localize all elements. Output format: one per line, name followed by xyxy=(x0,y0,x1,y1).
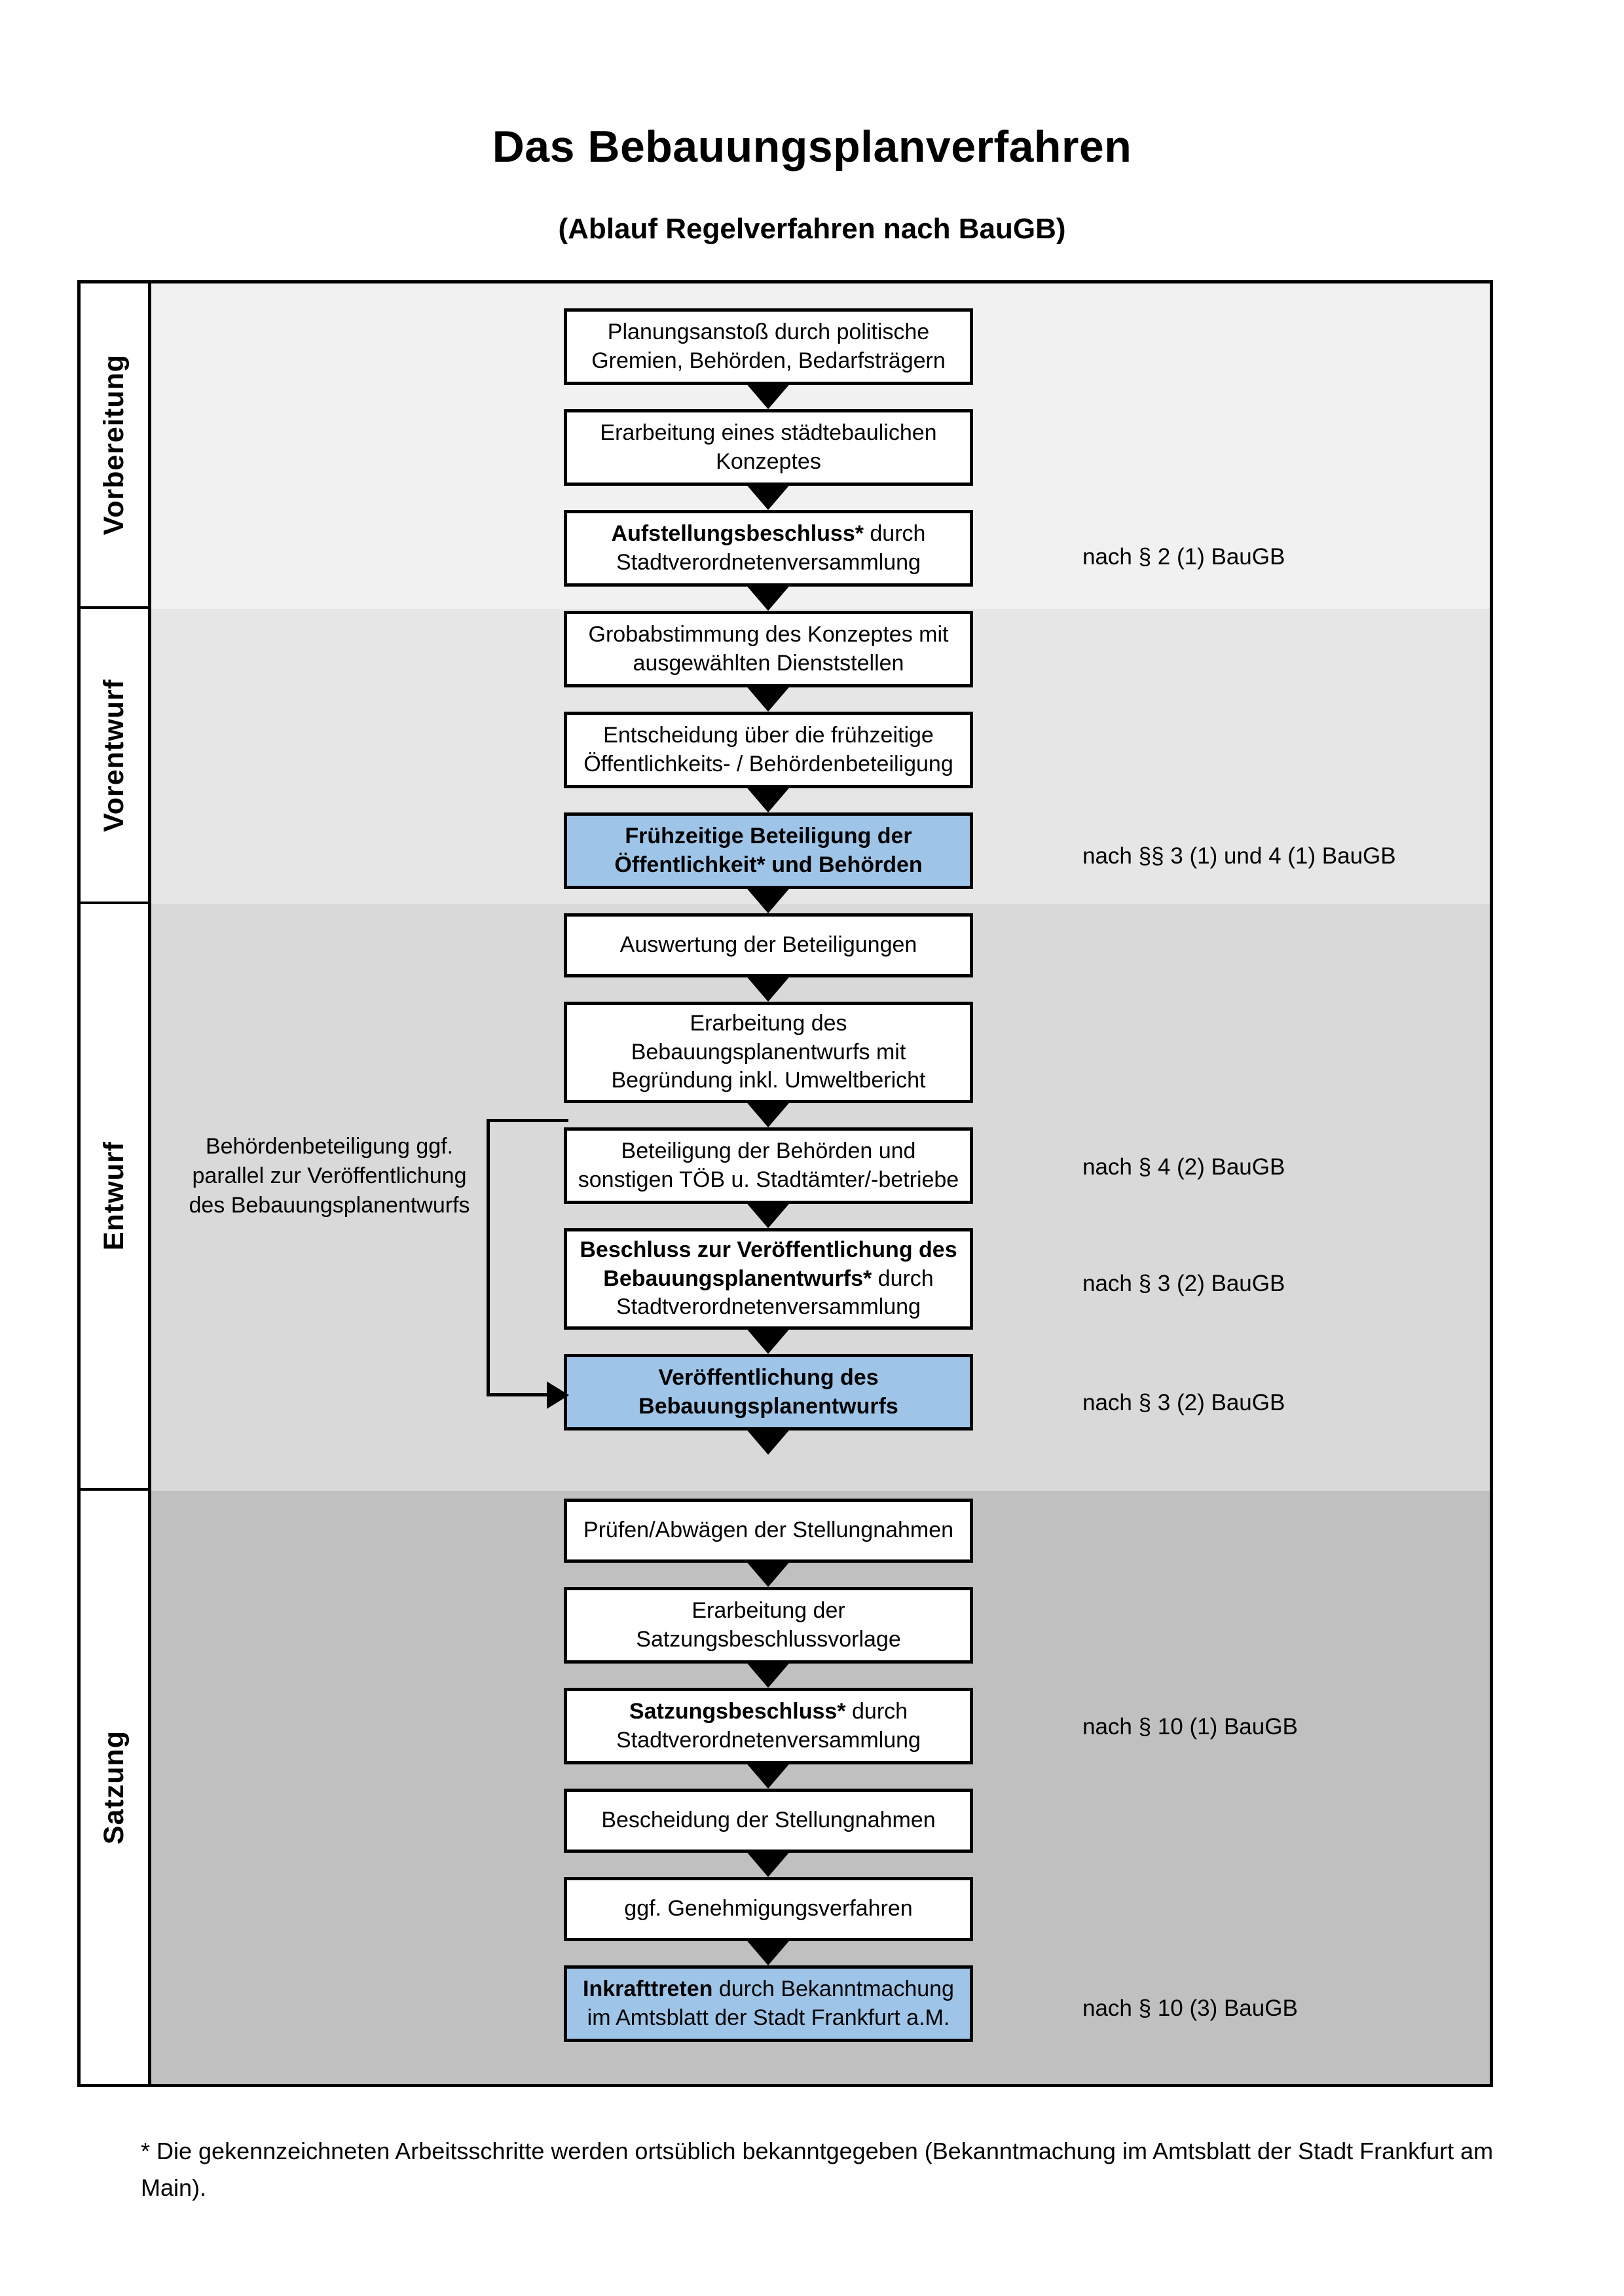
step-veroeffentlichung[interactable]: Veröffentlichung des Bebauungsplanentwur… xyxy=(564,1354,973,1430)
side-annotation-behoerdenbeteiligung: Behördenbeteiligung ggf. parallel zur Ve… xyxy=(179,1132,480,1220)
step-auswertung[interactable]: Auswertung der Beteiligungen xyxy=(564,913,973,977)
legal-note-par3-4: nach §§ 3 (1) und 4 (1) BauGB xyxy=(1082,843,1396,869)
arrow-down-9 xyxy=(745,1201,792,1228)
step-fruehzeitige-beteiligung[interactable]: Frühzeitige Beteiligung der Öffentlichke… xyxy=(564,812,973,889)
step-text: Erarbeitung des Bebauungsplanentwurfs mi… xyxy=(611,1011,926,1093)
arrow-down-2 xyxy=(745,483,792,510)
arrow-down-4 xyxy=(745,684,792,712)
page-title: Das Bebauungsplanverfahren xyxy=(492,122,1132,172)
step-text: ggf. Genehmigungsverfahren xyxy=(624,1896,913,1922)
arrow-down-16 xyxy=(745,1938,792,1965)
step-text: Prüfen/Abwägen der Stellungnahmen xyxy=(583,1518,954,1543)
step-text-bold: Beschluss zur Veröffentlichung des Bebau… xyxy=(580,1237,957,1291)
phase-label-text: Vorentwurf xyxy=(98,678,130,832)
legal-note-par3-2a: nach § 3 (2) BauGB xyxy=(1082,1271,1285,1297)
connector-arrowhead-icon xyxy=(547,1381,569,1409)
step-satzungsvorlage[interactable]: Erarbeitung der Satzungsbeschlussvorlage xyxy=(564,1587,973,1664)
arrow-down-6 xyxy=(745,886,792,913)
step-text: Veröffentlichung des Bebauungsplanentwur… xyxy=(638,1364,898,1419)
arrow-down-5 xyxy=(745,785,792,812)
phase-label-satzung: Satzung xyxy=(81,1491,148,2084)
step-text: Bescheidung der Stellungnahmen xyxy=(601,1808,936,1833)
phase-label-text: Satzung xyxy=(98,1730,130,1845)
step-planungsanstoss[interactable]: Planungsanstoß durch politische Gremien,… xyxy=(564,308,973,385)
arrow-down-1 xyxy=(745,382,792,409)
side-annotation-text: Behördenbeteiligung ggf. parallel zur Ve… xyxy=(189,1134,470,1218)
legal-note-text: nach § 4 (2) BauGB xyxy=(1082,1154,1285,1180)
phase-label-vorentwurf: Vorentwurf xyxy=(81,609,148,904)
step-text: Entscheidung über die frühzeitige Öffent… xyxy=(583,722,953,776)
step-beschluss-veroeff[interactable]: Beschluss zur Veröffentlichung des Bebau… xyxy=(564,1228,973,1330)
arrow-down-11 xyxy=(745,1427,792,1455)
legal-note-text: nach § 10 (1) BauGB xyxy=(1082,1714,1298,1740)
step-text: Grobabstimmung des Konzeptes mit ausgewä… xyxy=(588,621,949,676)
step-beteiligung-behoerden[interactable]: Beteiligung der Behörden und sonstigen T… xyxy=(564,1127,973,1204)
step-bescheidung[interactable]: Bescheidung der Stellungnahmen xyxy=(564,1789,973,1853)
connector-vertical-segment xyxy=(487,1119,490,1396)
step-text-bold: Inkrafttreten xyxy=(583,1976,713,2001)
legal-note-text: nach § 2 (1) BauGB xyxy=(1082,544,1285,570)
connector-bottom-segment xyxy=(487,1393,549,1396)
legal-note-par10-1: nach § 10 (1) BauGB xyxy=(1082,1714,1298,1740)
arrow-down-7 xyxy=(745,974,792,1002)
step-text: Planungsanstoß durch politische Gremien,… xyxy=(591,319,946,373)
step-entscheidung-beteiligung[interactable]: Entscheidung über die frühzeitige Öffent… xyxy=(564,712,973,788)
step-grobabstimmung[interactable]: Grobabstimmung des Konzeptes mit ausgewä… xyxy=(564,611,973,687)
arrow-down-15 xyxy=(745,1850,792,1877)
legal-note-par10-3: nach § 10 (3) BauGB xyxy=(1082,1995,1298,2022)
step-staedtebau-konzept[interactable]: Erarbeitung eines städtebaulichen Konzep… xyxy=(564,409,973,486)
phase-label-vorbereitung: Vorbereitung xyxy=(81,283,148,609)
arrow-down-12 xyxy=(745,1559,792,1587)
page-subtitle: (Ablauf Regelverfahren nach BauGB) xyxy=(558,213,1066,245)
flowchart-frame: Vorbereitung Vorentwurf Entwurf Satzung … xyxy=(77,280,1493,2087)
phase-label-entwurf: Entwurf xyxy=(81,904,148,1491)
arrow-down-13 xyxy=(745,1660,792,1688)
arrow-down-8 xyxy=(745,1100,792,1127)
phase-label-text: Vorbereitung xyxy=(98,354,130,536)
arrow-down-3 xyxy=(745,583,792,611)
step-genehmigungsverfahren[interactable]: ggf. Genehmigungsverfahren xyxy=(564,1877,973,1941)
legal-note-text: nach § 10 (3) BauGB xyxy=(1082,1995,1298,2021)
step-pruefen-abwaegen[interactable]: Prüfen/Abwägen der Stellungnahmen xyxy=(564,1499,973,1563)
step-text: Beschluss zur Veröffentlichung des Bebau… xyxy=(580,1237,957,1320)
legal-note-text: nach § 3 (2) BauGB xyxy=(1082,1390,1285,1415)
step-text: Auswertung der Beteiligungen xyxy=(619,932,917,958)
connector-top-segment xyxy=(487,1119,568,1122)
step-text: Erarbeitung eines städtebaulichen Konzep… xyxy=(600,420,937,474)
legal-note-text: nach §§ 3 (1) und 4 (1) BauGB xyxy=(1082,843,1396,869)
legal-note-text: nach § 3 (2) BauGB xyxy=(1082,1271,1285,1296)
step-text: Beteiligung der Behörden und sonstigen T… xyxy=(578,1138,959,1192)
parallel-process-connector xyxy=(487,1119,572,1409)
phase-label-text: Entwurf xyxy=(98,1141,130,1251)
step-text-bold: Aufstellungsbeschluss* xyxy=(611,520,864,546)
step-text: Erarbeitung der Satzungsbeschlussvorlage xyxy=(636,1597,901,1652)
arrow-down-14 xyxy=(745,1761,792,1789)
legal-note-par2: nach § 2 (1) BauGB xyxy=(1082,544,1285,570)
legal-note-par4-2: nach § 4 (2) BauGB xyxy=(1082,1154,1285,1180)
arrow-down-10 xyxy=(745,1326,792,1354)
phase-label-column: Vorbereitung Vorentwurf Entwurf Satzung xyxy=(81,283,151,2084)
step-text: Frühzeitige Beteiligung der Öffentlichke… xyxy=(614,823,923,877)
footnote: * Die gekennzeichneten Arbeitsschritte w… xyxy=(141,2138,1494,2201)
legal-note-par3-2b: nach § 3 (2) BauGB xyxy=(1082,1390,1285,1416)
step-erarbeitung-entwurf[interactable]: Erarbeitung des Bebauungsplanentwurfs mi… xyxy=(564,1002,973,1103)
step-text-bold: Satzungsbeschluss* xyxy=(629,1698,846,1724)
